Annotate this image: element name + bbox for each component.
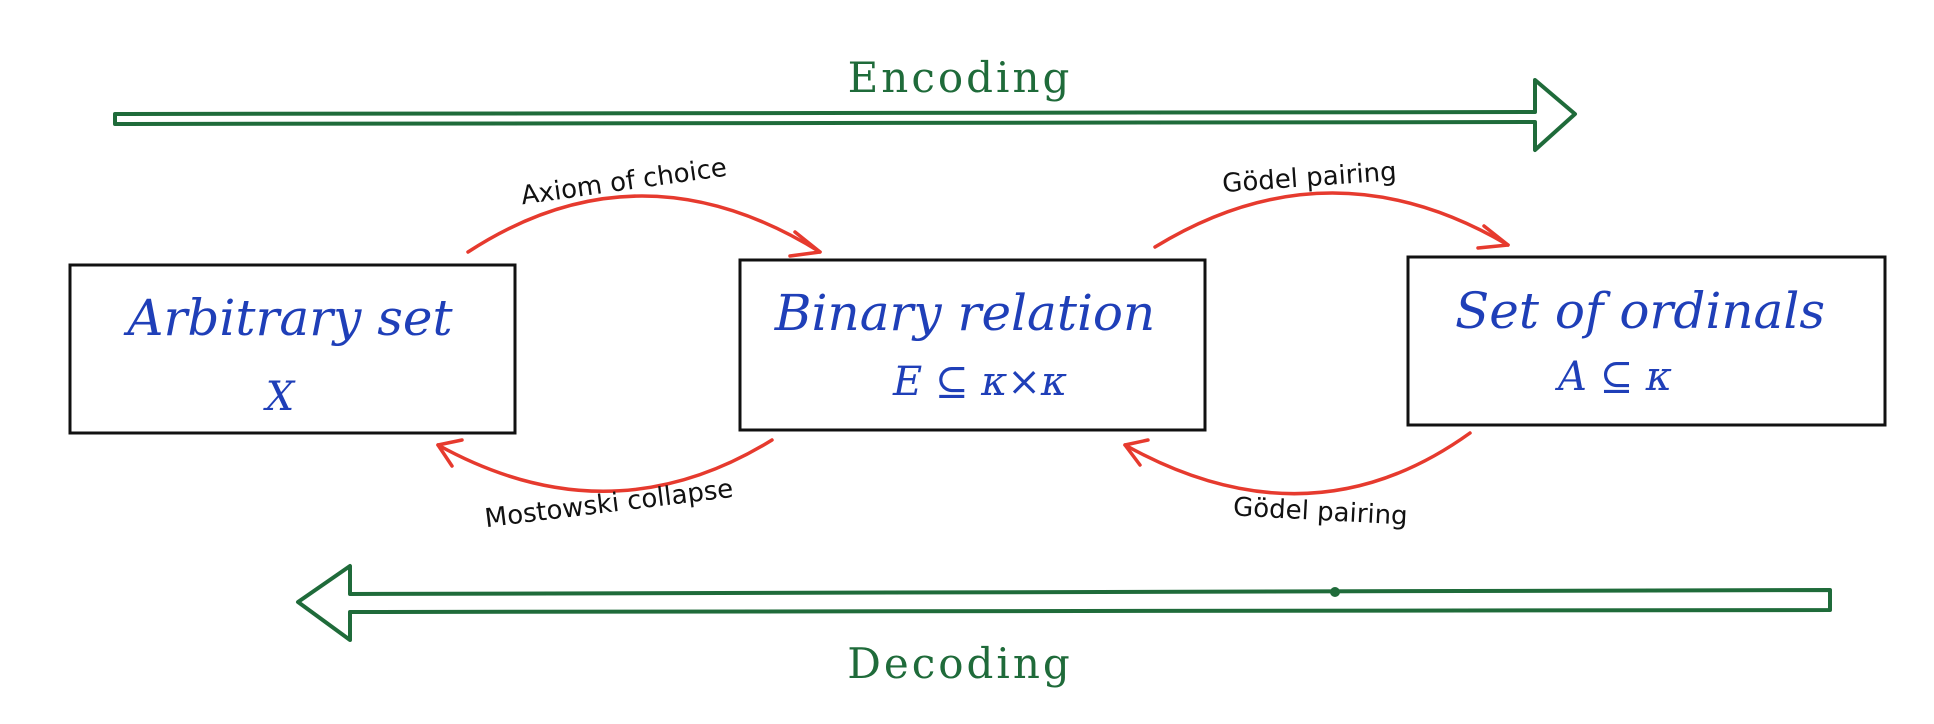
- arrow-godel-pairing-bottom: [1123, 431, 1472, 496]
- arrow-mostowski-collapse: [436, 438, 774, 493]
- encoding-label: Encoding: [848, 53, 1073, 102]
- decoding-arrow: [296, 564, 1832, 642]
- box-arbitrary-set: Arbitrary set X: [68, 263, 517, 435]
- arrow-axiom-of-choice: [466, 194, 822, 258]
- label-godel-pairing-bottom: Gödel pairing: [1232, 492, 1408, 531]
- label-mostowski-collapse: Mostowski collapse: [483, 474, 735, 534]
- box-set-of-ordinals-sub: A ⊆ κ: [1554, 354, 1672, 400]
- box-binary-relation: Binary relation E ⊆ κ×κ: [738, 258, 1207, 432]
- box-binary-relation-title: Binary relation: [774, 284, 1155, 342]
- arrow-godel-pairing-top: [1153, 191, 1510, 250]
- box-set-of-ordinals-title: Set of ordinals: [1455, 282, 1825, 340]
- box-arbitrary-set-title: Arbitrary set: [123, 289, 453, 347]
- box-set-of-ordinals: Set of ordinals A ⊆ κ: [1406, 255, 1887, 427]
- decoding-label: Decoding: [847, 639, 1073, 688]
- box-binary-relation-sub: E ⊆ κ×κ: [892, 359, 1067, 405]
- decoding-arrow-dot: [1330, 587, 1340, 597]
- label-godel-pairing-top: Gödel pairing: [1221, 157, 1397, 199]
- encoding-arrow: [113, 78, 1577, 152]
- box-arbitrary-set-sub: X: [263, 374, 296, 420]
